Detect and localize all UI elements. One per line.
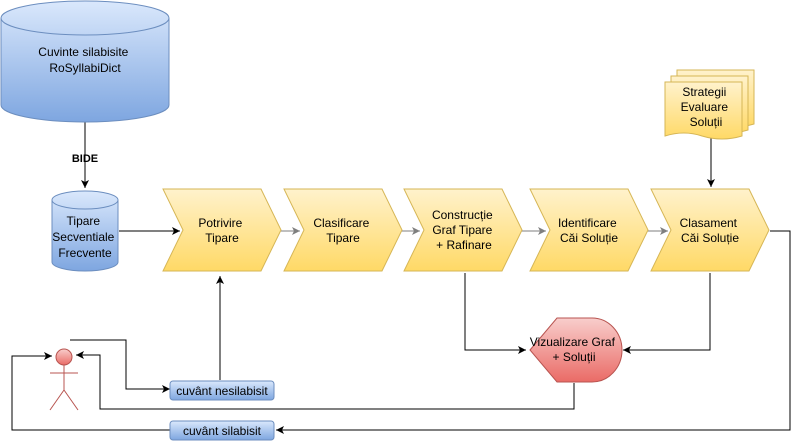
step-rank-paths[interactable]: Clasament Căi Soluție <box>650 188 770 272</box>
step-identify-paths[interactable]: Identificare Căi Soluție <box>529 188 649 272</box>
edge-syllabified-to-actor <box>11 352 170 431</box>
dictionary-database-body <box>0 0 170 123</box>
visualization-display-label: Vizualizare Graf + Soluții <box>530 335 619 364</box>
edge-visualization-to-actor <box>76 351 575 410</box>
patterns-database-rim <box>51 199 119 210</box>
step-classify-patterns-label: Clasificare Tipare <box>313 216 372 245</box>
step-identify-paths-shape <box>529 188 649 272</box>
edge-label-bide: BIDE <box>72 153 98 165</box>
syllabified-word-shape <box>169 420 275 441</box>
patterns-database-body <box>51 190 119 272</box>
patterns-database[interactable]: Tipare Secventiale Frecvente <box>51 190 119 272</box>
unsyllabified-word-label: cuvânt nesilabisit <box>176 384 268 398</box>
step-match-patterns-shape <box>162 188 282 272</box>
step-classify-patterns-shape <box>283 188 403 272</box>
edge-actor-to-word <box>70 339 170 393</box>
edge-rank-to-syllabified <box>276 230 791 434</box>
unsyllabified-word-box[interactable]: cuvânt nesilabisit <box>169 380 275 401</box>
dictionary-database-label: Cuvinte silabisite RoSyllabiDict <box>38 45 131 75</box>
dictionary-database-rim <box>0 17 170 36</box>
step-build-graph[interactable]: Construcție Graf Tipare + Rafinare <box>403 188 523 272</box>
strategies-document-page-1 <box>664 81 743 140</box>
strategies-document[interactable]: Strategii Evaluare Soluții <box>664 69 755 140</box>
edge-rank-to-visualization <box>623 273 711 354</box>
strategies-document-label: Strategii Evaluare Soluții <box>681 85 732 129</box>
syllabified-word-box[interactable]: cuvânt silabisit <box>169 420 275 441</box>
edge-graph-to-visualization <box>464 273 526 354</box>
unsyllabified-word-shape <box>169 380 275 401</box>
step-rank-paths-shape <box>650 188 770 272</box>
step-identify-paths-label: Identificare Căi Soluție <box>558 216 620 245</box>
syllabified-word-label: cuvânt silabisit <box>183 424 262 438</box>
step-match-patterns-label: Potrivire Tipare <box>198 216 245 245</box>
visualization-display[interactable]: Vizualizare Graf + Soluții <box>529 317 623 383</box>
user-actor-leg-left <box>49 389 65 411</box>
user-actor-icon[interactable] <box>49 348 79 411</box>
patterns-database-label: Tipare Secventiale Frecvente <box>52 214 117 260</box>
dictionary-database[interactable]: Cuvinte silabisite RoSyllabiDict <box>0 0 170 123</box>
visualization-display-shape <box>529 317 623 383</box>
user-actor-head <box>55 348 73 366</box>
step-build-graph-shape <box>403 188 523 272</box>
user-actor-leg-right <box>63 389 79 411</box>
step-classify-patterns[interactable]: Clasificare Tipare <box>283 188 403 272</box>
step-match-patterns[interactable]: Potrivire Tipare <box>162 188 282 272</box>
edges <box>11 122 791 434</box>
step-rank-paths-label: Clasament Căi Soluție <box>680 216 741 245</box>
step-build-graph-label: Construcție Graf Tipare + Rafinare <box>432 208 496 252</box>
